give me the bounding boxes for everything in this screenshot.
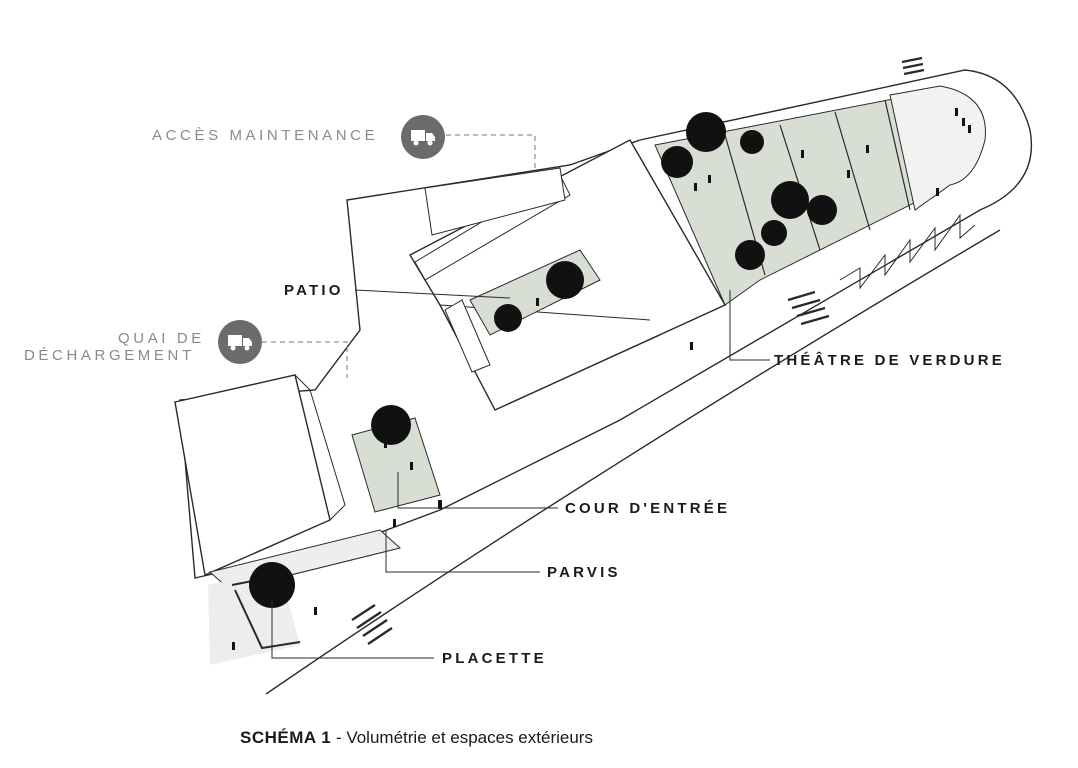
maintenance-wing	[424, 167, 566, 236]
label-quai-line2: DÉCHARGEMENT	[24, 347, 195, 364]
people-icons	[232, 108, 971, 650]
label-parvis: PARVIS	[547, 564, 621, 581]
crosswalk-icons	[351, 56, 925, 645]
truck-icon	[401, 115, 445, 159]
label-theatre-de-verdure: THÉÂTRE DE VERDURE	[774, 352, 1005, 369]
patio-block	[444, 299, 491, 373]
street-line	[265, 229, 1001, 695]
label-placette: PLACETTE	[442, 650, 547, 667]
figure-caption: SCHÉMA 1 - Volumétrie et espaces extérie…	[240, 728, 593, 748]
label-quai-line1: QUAI DE	[118, 330, 205, 347]
theatre-end	[889, 85, 986, 211]
caption-title: SCHÉMA 1	[240, 728, 332, 747]
truck-icon	[218, 320, 262, 364]
dashed-leader-lines	[262, 134, 536, 378]
leader-lines	[271, 289, 770, 659]
facade-sawtooth	[839, 213, 976, 290]
caption-text: - Volumétrie et espaces extérieurs	[331, 728, 593, 747]
label-cour-dentree: COUR D'ENTRÉE	[565, 500, 731, 517]
left-block-top	[294, 374, 346, 521]
label-patio: PATIO	[284, 282, 344, 299]
tree-icons	[249, 112, 837, 608]
label-acces-maintenance: ACCÈS MAINTENANCE	[152, 127, 379, 144]
